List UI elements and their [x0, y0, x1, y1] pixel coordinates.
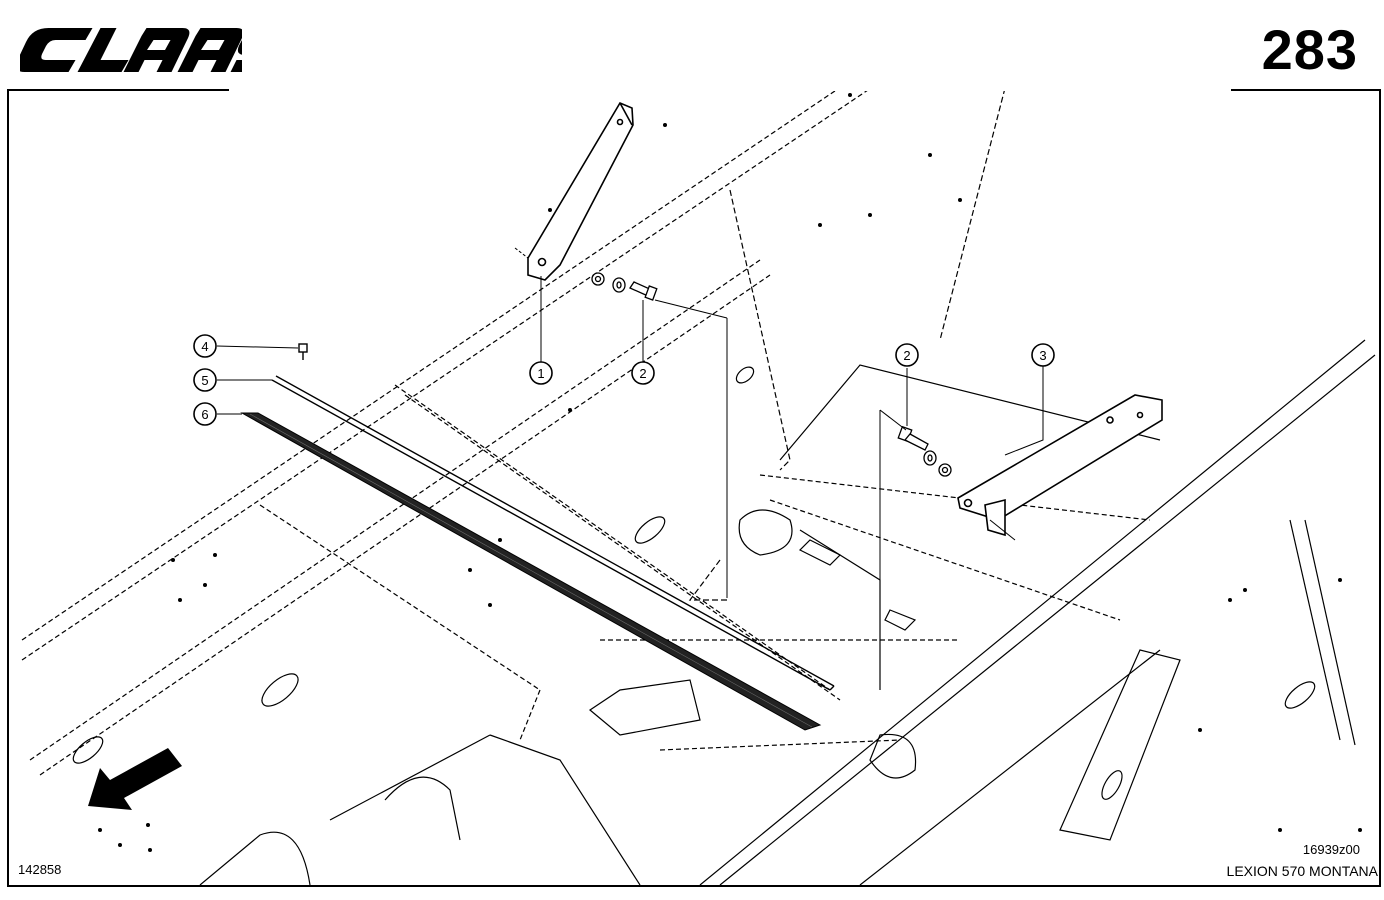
callout-1: 1 — [529, 361, 553, 385]
svg-text:4: 4 — [201, 339, 208, 354]
svg-text:3: 3 — [1039, 348, 1046, 363]
center-housing — [738, 364, 1161, 690]
screw-part-4 — [298, 343, 308, 360]
callout-5: 5 — [193, 368, 217, 392]
right-rail — [699, 339, 1376, 885]
header-rule-left — [7, 89, 229, 91]
svg-text:2: 2 — [639, 366, 646, 381]
bracket-part-3 — [957, 394, 1163, 537]
claas-logo — [20, 28, 242, 72]
svg-text:2: 2 — [903, 348, 910, 363]
callout-2-lower: 2 — [895, 343, 919, 367]
callout-6: 6 — [193, 402, 217, 426]
frame-cutouts — [72, 366, 1316, 800]
exploded-assembly-drawing: 1 2 2 3 4 5 6 — [21, 91, 1376, 885]
bracket-part-1 — [527, 101, 634, 281]
leader-lines — [216, 247, 1044, 690]
figure-ref-left: 142858 — [18, 862, 62, 877]
header-rule-right — [1231, 89, 1381, 91]
svg-text:5: 5 — [201, 373, 208, 388]
lower-structures — [199, 679, 917, 885]
svg-text:1: 1 — [537, 366, 544, 381]
figure-ref-right: 16939z00 — [1302, 842, 1360, 857]
svg-text:6: 6 — [201, 407, 208, 422]
mounting-holes — [98, 93, 1362, 852]
main-frame-rails — [21, 91, 1151, 776]
fasteners-part-2-lower — [897, 425, 952, 477]
callout-4: 4 — [193, 334, 217, 358]
clamping-bar-part-5 — [271, 375, 835, 691]
callout-3: 3 — [1031, 343, 1055, 367]
page-number: 283 — [1261, 18, 1358, 81]
drawing-frame — [7, 89, 1381, 887]
model-name: LEXION 570 MONTANA — [1226, 863, 1378, 879]
rubber-strip-part-6 — [240, 412, 822, 731]
callout-2-upper: 2 — [631, 361, 655, 385]
arrow-down-left-icon — [88, 748, 182, 810]
fasteners-part-2-upper — [591, 272, 658, 301]
upper-panel — [688, 91, 1005, 601]
